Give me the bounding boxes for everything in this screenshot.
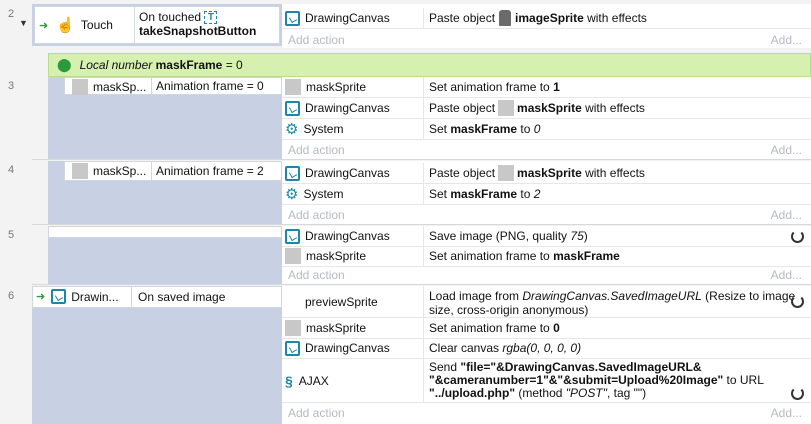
- image-sprite-icon: [499, 10, 512, 26]
- action-row[interactable]: §AJAX Send "file="&DrawingCanvas.SavedIm…: [282, 359, 811, 403]
- trigger-cell[interactable]: ➜ ☝ Touch: [35, 7, 135, 43]
- async-reload-icon: [791, 295, 804, 308]
- action-object[interactable]: DrawingCanvas: [282, 8, 424, 28]
- event-4-actions: [282, 161, 811, 224]
- action-row[interactable]: ⚙System Set maskFrame to 0: [282, 119, 811, 140]
- event-6-actions: [282, 286, 811, 424]
- drawing-canvas-icon: [285, 10, 300, 26]
- row-number: 2: [7, 8, 15, 20]
- mask-sprite-icon: [285, 79, 301, 95]
- condition-text: On touched: [139, 10, 202, 24]
- add-action-row[interactable]: Add action Add...: [282, 403, 811, 423]
- add-action-row[interactable]: Add action Add...: [282, 140, 811, 160]
- event-4-conditions[interactable]: maskSp... Animation frame = 2: [48, 161, 282, 224]
- drawing-canvas-icon: [285, 100, 300, 116]
- add-action-link[interactable]: Add action: [288, 406, 345, 420]
- animation-frame-condition[interactable]: Animation frame = 2: [156, 164, 264, 178]
- location-pin-icon: ⬤: [57, 57, 72, 72]
- event-6-conditions[interactable]: ➜ Drawin... On saved image: [32, 286, 282, 424]
- add-action-link[interactable]: Add action: [288, 143, 345, 157]
- animation-frame-condition[interactable]: Animation frame = 0: [156, 79, 264, 93]
- mask-sprite-condition-object[interactable]: maskSp...: [72, 163, 146, 179]
- local-var-name: maskFrame: [155, 58, 223, 72]
- local-var-value: = 0: [225, 58, 243, 72]
- trigger-label: Touch: [80, 18, 113, 32]
- event-2-actions: [282, 4, 811, 48]
- event-5-actions: [282, 226, 811, 284]
- add-more-link[interactable]: Add...: [770, 33, 802, 47]
- mask-sprite-icon: [72, 79, 88, 95]
- add-more-link[interactable]: Add...: [770, 268, 802, 282]
- event-5-conditions[interactable]: [48, 226, 282, 284]
- mask-sprite-condition-object[interactable]: maskSp...: [72, 79, 146, 95]
- mask-sprite-icon: [285, 248, 301, 264]
- add-more-link[interactable]: Add...: [770, 406, 802, 420]
- add-action-link[interactable]: Add action: [288, 33, 345, 47]
- on-saved-image-condition[interactable]: On saved image: [138, 290, 226, 304]
- add-action-link[interactable]: Add action: [288, 268, 345, 282]
- row-number: 5: [7, 229, 15, 241]
- mask-sprite-icon: [285, 320, 301, 336]
- add-action-row[interactable]: Add action Add...: [282, 265, 811, 285]
- action-row[interactable]: maskSprite Set animation frame to 1: [282, 77, 811, 98]
- local-var-label: Local number: [79, 58, 153, 72]
- trigger-arrow-icon: ➜: [36, 291, 46, 303]
- action-text[interactable]: Paste object imageSprite with effects: [429, 10, 647, 26]
- action-row[interactable]: ⚙System Set maskFrame to 2: [282, 184, 811, 205]
- async-reload-icon: [791, 387, 804, 400]
- row-number: 6: [7, 290, 15, 302]
- touch-hand-icon: ☝: [56, 17, 75, 34]
- action-row[interactable]: DrawingCanvas Save image (PNG, quality 7…: [282, 226, 811, 247]
- add-more-link[interactable]: Add...: [770, 208, 802, 222]
- ajax-icon: §: [285, 372, 293, 389]
- drawing-canvas-icon: [285, 228, 300, 244]
- drawing-canvas-icon: [285, 165, 300, 181]
- action-row[interactable]: previewSprite Load image from DrawingCan…: [282, 286, 811, 318]
- mask-sprite-icon: [498, 165, 515, 181]
- drawing-canvas-icon: [51, 289, 67, 304]
- mask-sprite-icon: [72, 163, 88, 179]
- mask-sprite-icon: [498, 100, 515, 116]
- action-row[interactable]: maskSprite Set animation frame to 0: [282, 318, 811, 339]
- add-more-link[interactable]: Add...: [770, 143, 802, 157]
- add-action-row[interactable]: Add action Add...: [282, 30, 811, 50]
- collapse-triangle-icon[interactable]: ▼: [19, 18, 28, 28]
- event-2-conditions[interactable]: ➜ ☝ Touch On touched T takeSnapshotButto…: [32, 4, 282, 46]
- drawing-canvas-icon: [285, 340, 300, 356]
- condition-object-name: takeSnapshotButton: [139, 24, 257, 39]
- on-touched-condition[interactable]: On touched T takeSnapshotButton: [139, 10, 256, 38]
- text-object-icon: T: [204, 11, 218, 25]
- event-3-conditions[interactable]: maskSp... Animation frame = 0: [48, 77, 282, 159]
- add-action-row[interactable]: Add action Add...: [282, 205, 811, 225]
- drawing-canvas-condition-object[interactable]: ➜ Drawin...: [36, 289, 119, 304]
- trigger-arrow-icon: ➜: [39, 19, 49, 32]
- action-row[interactable]: maskSprite Set animation frame to maskFr…: [282, 246, 811, 267]
- action-row[interactable]: DrawingCanvas Paste object imageSprite w…: [282, 8, 811, 29]
- async-reload-icon: [791, 230, 804, 243]
- local-variable-row[interactable]: ⬤ Local number maskFrame = 0: [48, 53, 811, 77]
- gear-icon: ⚙: [285, 120, 299, 138]
- action-row[interactable]: DrawingCanvas Clear canvas rgba(0, 0, 0,…: [282, 338, 811, 359]
- gear-icon: ⚙: [285, 185, 299, 203]
- row-number: 3: [7, 80, 15, 92]
- row-number: 4: [7, 164, 15, 176]
- add-action-link[interactable]: Add action: [288, 208, 345, 222]
